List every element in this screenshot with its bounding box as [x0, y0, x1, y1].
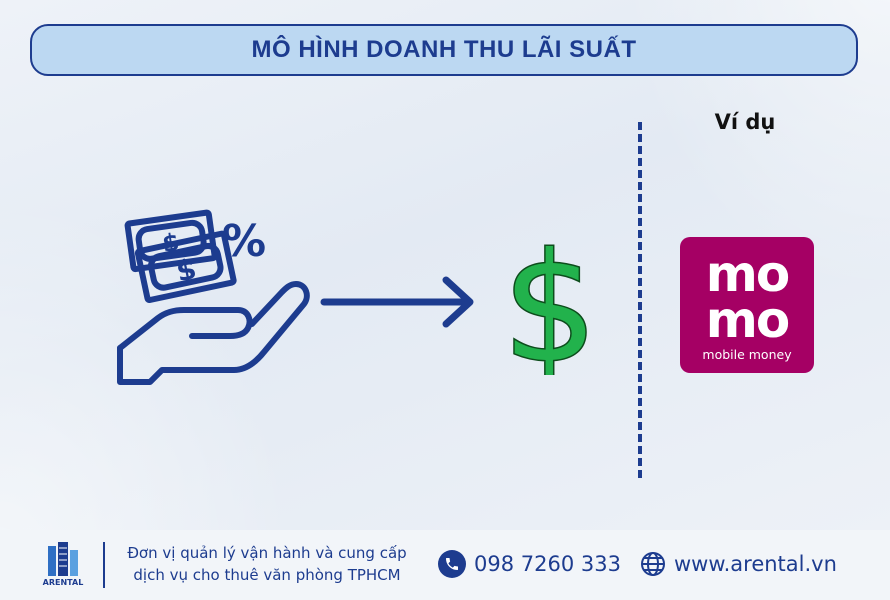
example-label: Ví dụ — [714, 110, 776, 134]
svg-text:$: $ — [502, 225, 597, 375]
svg-text:$: $ — [161, 228, 181, 258]
dollar-sign-icon: $ — [501, 225, 599, 375]
svg-text:%: % — [222, 216, 266, 267]
momo-logo: mo mo mobile money — [680, 237, 814, 373]
phone-number[interactable]: 098 7260 333 — [474, 552, 621, 576]
website-contact[interactable]: www.arental.vn — [640, 549, 837, 579]
globe-icon — [641, 552, 665, 576]
title-banner: MÔ HÌNH DOANH THU LÃI SUẤT — [30, 24, 858, 76]
website-link[interactable]: www.arental.vn — [674, 552, 837, 576]
arental-logo: ARENTAL — [43, 542, 84, 587]
page-title: MÔ HÌNH DOANH THU LÃI SUẤT — [251, 36, 637, 63]
phone-icon — [438, 550, 466, 578]
company-description: Đơn vị quản lý vận hành và cung cấp dịch… — [127, 544, 407, 584]
momo-logo-text-top: mo — [705, 245, 790, 303]
momo-tagline: mobile money — [702, 347, 792, 362]
footer: ARENTAL Đơn vị quản lý vận hành và cung … — [0, 530, 890, 600]
phone-contact[interactable]: 098 7260 333 — [438, 549, 621, 579]
momo-logo-text-bottom: mo — [705, 291, 790, 349]
logo-text: ARENTAL — [43, 578, 84, 587]
dashed-divider — [638, 122, 642, 478]
hand-with-money-icon: $ $ % — [117, 209, 310, 385]
arrow-right-icon — [320, 276, 474, 328]
footer-separator — [103, 542, 105, 588]
